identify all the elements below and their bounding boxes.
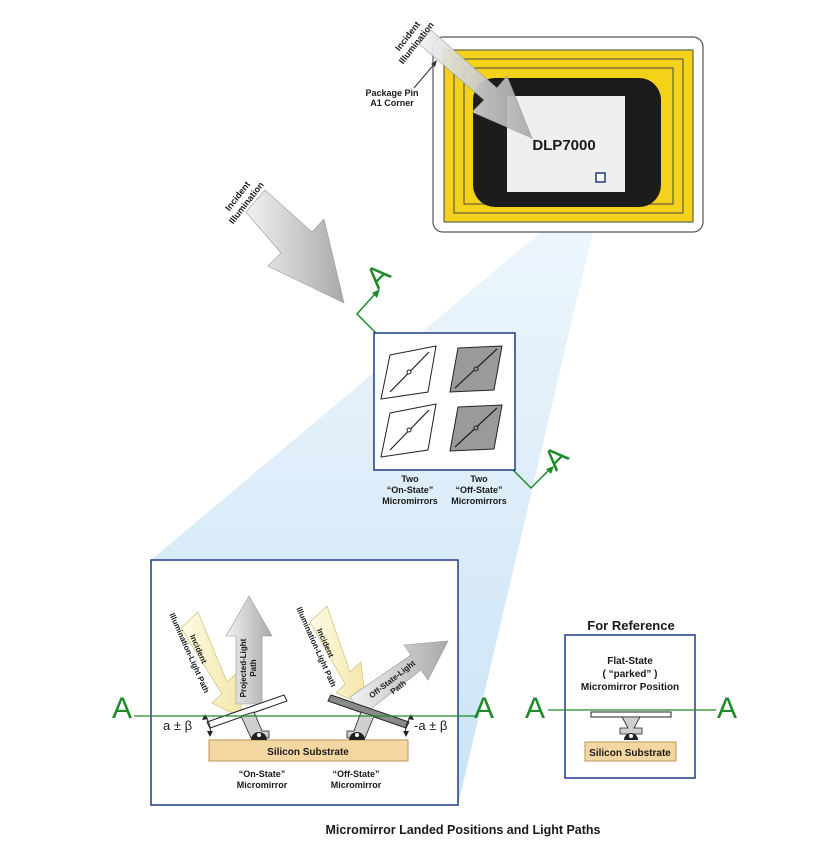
two-off-label-3: Micromirrors [451, 496, 507, 506]
section-marker-a-right: A [538, 439, 575, 476]
micromirror-array-inset [373, 332, 516, 471]
two-on-label: Two [401, 474, 419, 484]
flat-state-label-3: Micromirror Position [581, 682, 679, 693]
off-state-caption: “Off-State” [333, 769, 380, 779]
off-state-micromirror [327, 694, 410, 740]
package-pin-pointer [413, 61, 437, 89]
on-state-caption-2: Micromirror [237, 780, 288, 790]
flat-state-label-2: ( “parked” ) [602, 669, 657, 680]
figure-caption: Micromirror Landed Positions and Light P… [325, 823, 600, 837]
reference-marker-a-left: A [525, 692, 545, 725]
dmd-package: DLP7000 [432, 36, 704, 233]
angle-indicator-left [202, 714, 213, 737]
off-state-caption-2: Micromirror [331, 780, 382, 790]
package-pin-label: Package Pin [365, 88, 418, 98]
section-marker-a-top: A [360, 257, 397, 294]
section-line-upper [355, 289, 554, 490]
cross-section-frame [150, 559, 459, 806]
reference-marker-a-right: A [717, 692, 737, 725]
flat-state-label: Flat-State [607, 656, 653, 667]
two-on-label-3: Micromirrors [382, 496, 438, 506]
svg-text:Projected-Light: Projected-Light [239, 638, 248, 697]
two-off-label: Two [470, 474, 488, 484]
silicon-substrate [208, 739, 409, 762]
incident-arrow-middle: Incident Illumination [223, 179, 345, 304]
device-name: DLP7000 [532, 137, 595, 154]
section-marker-a-lower-right: A [474, 692, 494, 725]
section-marker-a-left: A [112, 692, 132, 725]
projected-light-arrow: Projected-Light Path [225, 595, 273, 705]
pixel-marker [595, 172, 606, 183]
reference-substrate-label: Silicon Substrate [589, 748, 671, 759]
reference-substrate [584, 741, 677, 762]
silicon-substrate-label: Silicon Substrate [267, 747, 349, 758]
svg-text:Path: Path [249, 659, 258, 676]
package-pin-label-2: A1 Corner [370, 98, 414, 108]
angle-indicator-right [403, 714, 414, 737]
two-off-label-2: “Off-State” [456, 485, 503, 495]
on-state-caption: “On-State” [239, 769, 286, 779]
flat-state-micromirror [590, 711, 672, 740]
angle-label-negative: -a ± β [414, 718, 447, 733]
for-reference-title: For Reference [587, 618, 674, 633]
on-state-micromirror [206, 694, 288, 740]
angle-label-positive: a ± β [163, 718, 192, 733]
two-on-label-2: “On-State” [387, 485, 434, 495]
